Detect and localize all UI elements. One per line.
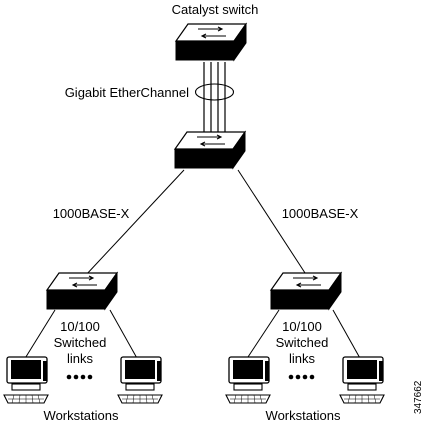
workstation-icon <box>225 356 271 404</box>
workstation-icon <box>3 356 49 404</box>
left-link-2 <box>109 309 139 361</box>
figure-number: 347662 <box>413 380 424 414</box>
left-link-1 <box>23 309 56 361</box>
workstations-left-label: Workstations <box>44 408 119 423</box>
left-links-label-line1: 10/100 <box>60 319 100 334</box>
catalyst-switch-label: Catalyst switch <box>172 2 259 17</box>
etherchannel-links <box>203 62 226 132</box>
workstation-icon <box>339 356 385 404</box>
right-links-label-line2: Switched <box>276 335 329 350</box>
switch-icon <box>174 131 246 169</box>
right-link-2 <box>332 309 362 361</box>
uplink-right-line <box>237 169 308 277</box>
switch-icon <box>270 272 342 310</box>
switch-icon <box>175 23 247 61</box>
left-links-label-line2: Switched <box>54 335 107 350</box>
left-links-label-line3: links <box>67 351 94 366</box>
workstation-ellipsis-left <box>66 374 93 380</box>
etherchannel-label: Gigabit EtherChannel <box>65 85 189 100</box>
uplink-left-line <box>84 169 185 277</box>
right-links-label-line1: 10/100 <box>282 319 322 334</box>
etherchannel-bundle-ring <box>194 83 235 101</box>
switch-icon <box>46 272 118 310</box>
right-link-1 <box>245 309 280 361</box>
uplink-left-label: 1000BASE-X <box>53 206 130 221</box>
workstation-ellipsis-right <box>288 374 315 380</box>
right-links-label-line3: links <box>289 351 316 366</box>
workstations-right-label: Workstations <box>266 408 341 423</box>
uplink-right-label: 1000BASE-X <box>282 206 359 221</box>
workstation-icon <box>117 356 163 404</box>
